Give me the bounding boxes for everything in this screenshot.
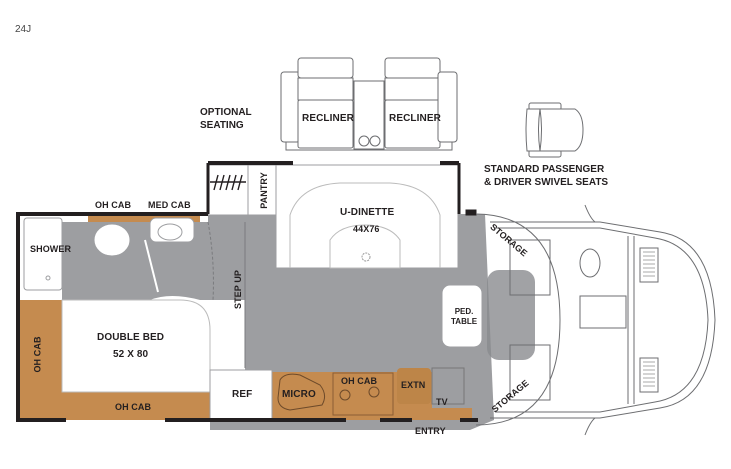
pantry-shelves — [210, 174, 246, 191]
ref-label: REF — [232, 389, 253, 400]
optional-recliners — [280, 57, 458, 151]
dinette-label: U-DINETTE — [340, 207, 395, 218]
recliner-right-label: RECLINER — [389, 113, 441, 124]
model-name: 24J — [15, 24, 32, 35]
oh-cab-bath-label: OH CAB — [95, 200, 132, 210]
swivel-seats-caption: STANDARD PASSENGER & DRIVER SWIVEL SEATS — [484, 163, 608, 189]
cab-outline — [475, 204, 716, 436]
tv-label: TV — [436, 397, 448, 407]
step-up-label: STEP UP — [233, 269, 244, 310]
ped-table-line2: TABLE — [451, 317, 478, 326]
optional-seating-heading: OPTIONAL SEATING — [200, 106, 252, 132]
ped-table-label: PED. TABLE — [451, 307, 477, 327]
optional-seating-line1: OPTIONAL — [200, 107, 252, 118]
fixtures — [23, 164, 483, 421]
ped-table-line1: PED. — [454, 307, 474, 316]
med-cab-label: MED CAB — [148, 200, 191, 210]
walls — [16, 161, 478, 422]
dinette-size: 44X76 — [353, 224, 380, 234]
entry-label: ENTRY — [415, 426, 446, 436]
swivel-caption-line2: & DRIVER SWIVEL SEATS — [484, 177, 609, 188]
cabinets — [20, 214, 472, 420]
bed-size: 52 X 80 — [113, 349, 149, 360]
optional-seating-line2: SEATING — [200, 120, 244, 131]
pantry-label: PANTRY — [258, 172, 269, 209]
extn-label: EXTN — [401, 380, 426, 390]
bed-label: DOUBLE BED — [97, 332, 165, 343]
swivel-seat — [525, 102, 584, 158]
micro-label: MICRO — [282, 389, 316, 400]
swivel-caption-line1: STANDARD PASSENGER — [484, 164, 605, 175]
recliner-left-label: RECLINER — [302, 113, 354, 124]
oh-cab-bottom-label: OH CAB — [115, 402, 152, 412]
grille-vents — [643, 251, 655, 387]
shower-label: SHOWER — [30, 244, 72, 254]
oh-cab-side-label: OH CAB — [32, 336, 43, 373]
oh-cab-kitchen-label: OH CAB — [341, 376, 378, 386]
